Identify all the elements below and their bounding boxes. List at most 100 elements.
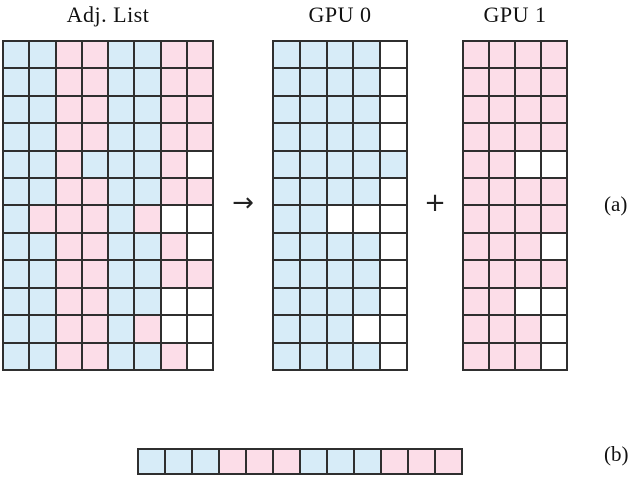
grid-cell xyxy=(541,68,567,96)
grid-cell xyxy=(81,41,108,69)
grid-cell xyxy=(354,449,381,474)
grid-cell xyxy=(108,41,135,69)
grid-cell xyxy=(353,205,381,233)
grid-cell xyxy=(165,449,192,474)
grid-cell xyxy=(186,232,213,261)
grid-cell xyxy=(134,232,161,261)
grid-cell xyxy=(299,342,327,370)
grid-cell xyxy=(273,178,300,206)
grid-cell xyxy=(134,287,161,316)
grid-cell xyxy=(515,178,541,206)
grid-cell xyxy=(160,342,187,370)
arrow-right-icon: → xyxy=(232,188,254,218)
grid-cell xyxy=(134,260,161,288)
grid-cell xyxy=(186,287,213,316)
grid-cell xyxy=(326,95,354,124)
grid-cell xyxy=(81,287,108,316)
grid-cell xyxy=(3,95,30,124)
grid-cell xyxy=(192,449,219,474)
grid-cell xyxy=(380,95,407,124)
grid-cell xyxy=(515,287,541,316)
grid-cell xyxy=(326,260,354,288)
grid-cell xyxy=(515,260,541,288)
grid-cell xyxy=(489,205,515,233)
grid-cell xyxy=(273,68,300,96)
grid-cell xyxy=(29,315,56,343)
grid-cell xyxy=(299,287,327,316)
grid-cell xyxy=(186,205,213,233)
grid-cell xyxy=(541,95,567,124)
grid-cell xyxy=(299,178,327,206)
grid-cell xyxy=(81,178,108,206)
grid-cell xyxy=(81,95,108,124)
grid-cell xyxy=(273,260,300,288)
grid-cell xyxy=(489,342,515,370)
grid-cell xyxy=(55,315,82,343)
grid-cell xyxy=(515,232,541,261)
grid-cell xyxy=(515,342,541,370)
grid-cell xyxy=(81,342,108,370)
gpu1-grid xyxy=(462,40,568,371)
grid-cell xyxy=(108,68,135,96)
grid-cell xyxy=(300,449,327,474)
grid-cell xyxy=(353,287,381,316)
grid-cell xyxy=(3,178,30,206)
grid-cell xyxy=(55,232,82,261)
grid-cell xyxy=(299,150,327,179)
grid-cell xyxy=(463,260,489,288)
grid-cell xyxy=(81,315,108,343)
grid-cell xyxy=(186,95,213,124)
grid-cell xyxy=(353,342,381,370)
grid-cell xyxy=(541,287,567,316)
grid-cell xyxy=(160,68,187,96)
grid-cell xyxy=(134,95,161,124)
grid-cell xyxy=(463,342,489,370)
grid-cell xyxy=(55,260,82,288)
grid-cell xyxy=(326,150,354,179)
grid-cell xyxy=(108,342,135,370)
grid-cell xyxy=(160,315,187,343)
grid-cell xyxy=(3,68,30,96)
grid-cell xyxy=(299,123,327,151)
grid-cell xyxy=(489,178,515,206)
grid-cell xyxy=(353,232,381,261)
grid-cell xyxy=(299,260,327,288)
grid-cell xyxy=(380,178,407,206)
grid-cell xyxy=(134,150,161,179)
grid-cell xyxy=(541,178,567,206)
grid-cell xyxy=(3,123,30,151)
grid-cell xyxy=(160,41,187,69)
grid-cell xyxy=(273,150,300,179)
grid-cell xyxy=(541,205,567,233)
grid-cell xyxy=(515,95,541,124)
grid-cell xyxy=(489,315,515,343)
gpu0-grid xyxy=(272,40,408,371)
grid-cell xyxy=(489,232,515,261)
grid-cell xyxy=(353,123,381,151)
grid-cell xyxy=(108,150,135,179)
grid-cell xyxy=(273,41,300,69)
grid-cell xyxy=(273,205,300,233)
grid-cell xyxy=(489,95,515,124)
grid-cell xyxy=(353,315,381,343)
grid-cell xyxy=(435,449,462,474)
grid-cell xyxy=(81,68,108,96)
grid-cell xyxy=(55,178,82,206)
grid-cell xyxy=(353,68,381,96)
grid-cell xyxy=(515,150,541,179)
grid-cell xyxy=(55,342,82,370)
grid-cell xyxy=(29,41,56,69)
grid-cell xyxy=(299,41,327,69)
grid-cell xyxy=(380,68,407,96)
grid-cell xyxy=(326,315,354,343)
grid-cell xyxy=(186,315,213,343)
grid-cell xyxy=(108,178,135,206)
grid-cell xyxy=(81,260,108,288)
grid-cell xyxy=(29,287,56,316)
partition-strip xyxy=(137,448,463,475)
grid-cell xyxy=(3,232,30,261)
grid-cell xyxy=(463,232,489,261)
grid-cell xyxy=(81,232,108,261)
grid-cell xyxy=(273,95,300,124)
grid-cell xyxy=(134,342,161,370)
